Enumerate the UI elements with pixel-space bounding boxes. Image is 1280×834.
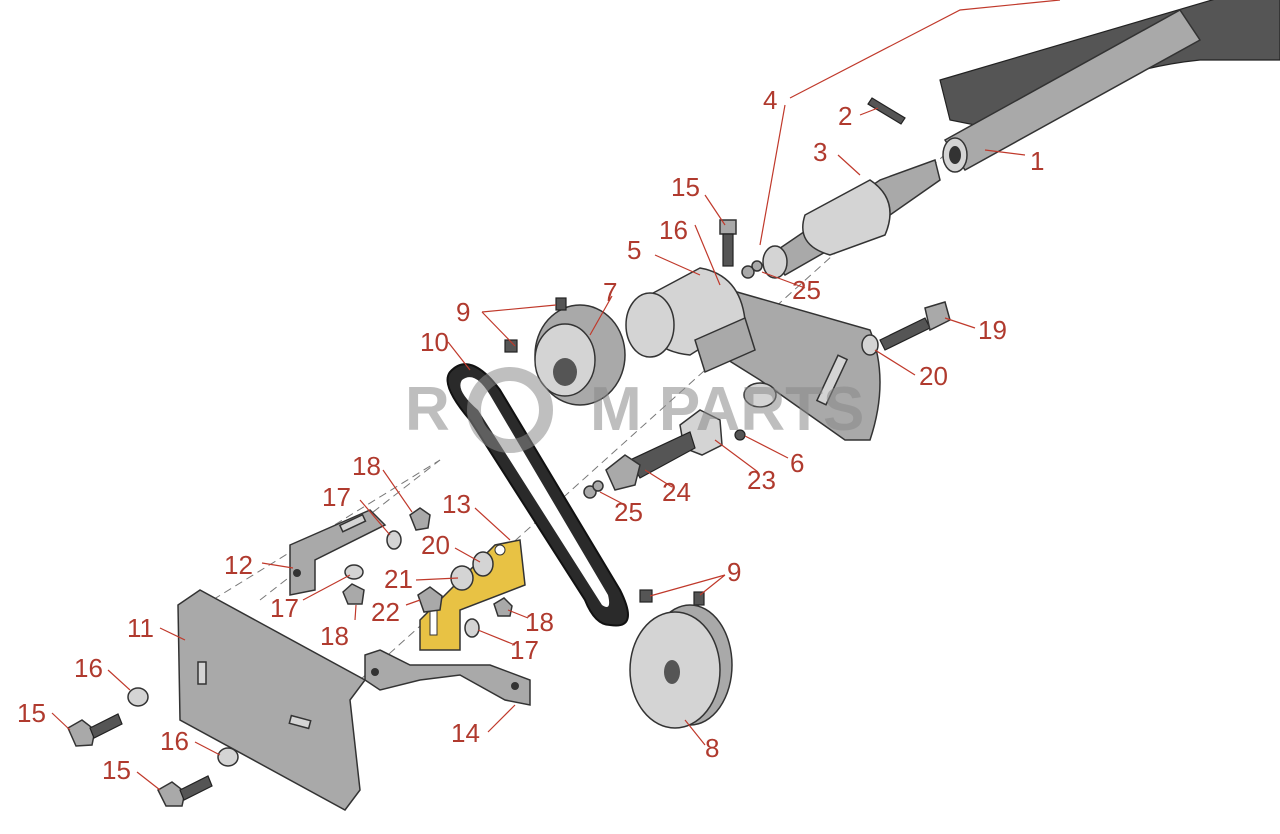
callout-19: 19	[978, 315, 1007, 345]
callout-8: 8	[705, 733, 719, 763]
part-spacer-nut	[605, 409, 746, 491]
callout-16: 16	[659, 215, 688, 245]
svg-text:M PARTS: M PARTS	[590, 375, 864, 444]
callout-16c: 16	[160, 726, 189, 756]
callout-9: 9	[456, 297, 470, 327]
callout-23: 23	[747, 465, 776, 495]
callout-5: 5	[627, 235, 641, 265]
part-bracket-12	[289, 509, 387, 596]
callout-12: 12	[224, 550, 253, 580]
callout-4: 4	[763, 85, 777, 115]
callout-18c: 18	[525, 607, 554, 637]
callout-6: 6	[790, 448, 804, 478]
part-bolts-bottom	[67, 687, 239, 807]
callout-labels: 1 2 3 4 15 16 5 25 19 20 9 7 10 6 23 24 …	[17, 85, 1044, 785]
part-bracket-14	[364, 649, 531, 706]
part-washers-nuts	[342, 507, 513, 638]
callout-11: 11	[127, 613, 154, 643]
part-pulley-small	[534, 304, 626, 406]
callout-22: 22	[371, 597, 400, 627]
callout-15b: 15	[17, 698, 46, 728]
part-mounting-plate	[177, 589, 367, 811]
part-handle-tube	[939, 0, 1280, 173]
callout-17: 17	[322, 482, 351, 512]
callout-1: 1	[1030, 146, 1044, 176]
callout-3: 3	[813, 137, 827, 167]
callout-13: 13	[442, 489, 471, 519]
part-pivot-bracket	[625, 267, 881, 441]
part-set-screw	[504, 297, 705, 606]
part-grease-fitting	[583, 260, 763, 499]
callout-16b: 16	[74, 653, 103, 683]
part-shaft	[762, 159, 941, 279]
watermark-logo: R M PARTS	[405, 367, 864, 453]
part-bolt	[719, 219, 737, 267]
part-pin	[867, 97, 906, 125]
callout-2: 2	[838, 101, 852, 131]
callout-24: 24	[662, 477, 691, 507]
callout-14: 14	[451, 718, 480, 748]
callout-17b: 17	[270, 593, 299, 623]
part-drive-belt	[446, 363, 629, 627]
callout-10: 10	[420, 327, 449, 357]
callout-25: 25	[792, 275, 821, 305]
callout-7: 7	[603, 277, 617, 307]
part-pulley-large	[629, 604, 733, 729]
callout-25b: 25	[614, 497, 643, 527]
callout-20: 20	[919, 361, 948, 391]
callout-15c: 15	[102, 755, 131, 785]
callout-20b: 20	[421, 530, 450, 560]
leader-lines	[51, 0, 1061, 791]
part-bracket-13-highlighted	[419, 539, 526, 651]
callout-17c: 17	[510, 635, 539, 665]
svg-text:R: R	[405, 375, 450, 444]
part-bolt-19	[861, 301, 951, 356]
callout-18b: 18	[320, 621, 349, 651]
callout-9b: 9	[727, 557, 741, 587]
callout-21: 21	[384, 564, 413, 594]
callout-18: 18	[352, 451, 381, 481]
callout-15: 15	[671, 172, 700, 202]
